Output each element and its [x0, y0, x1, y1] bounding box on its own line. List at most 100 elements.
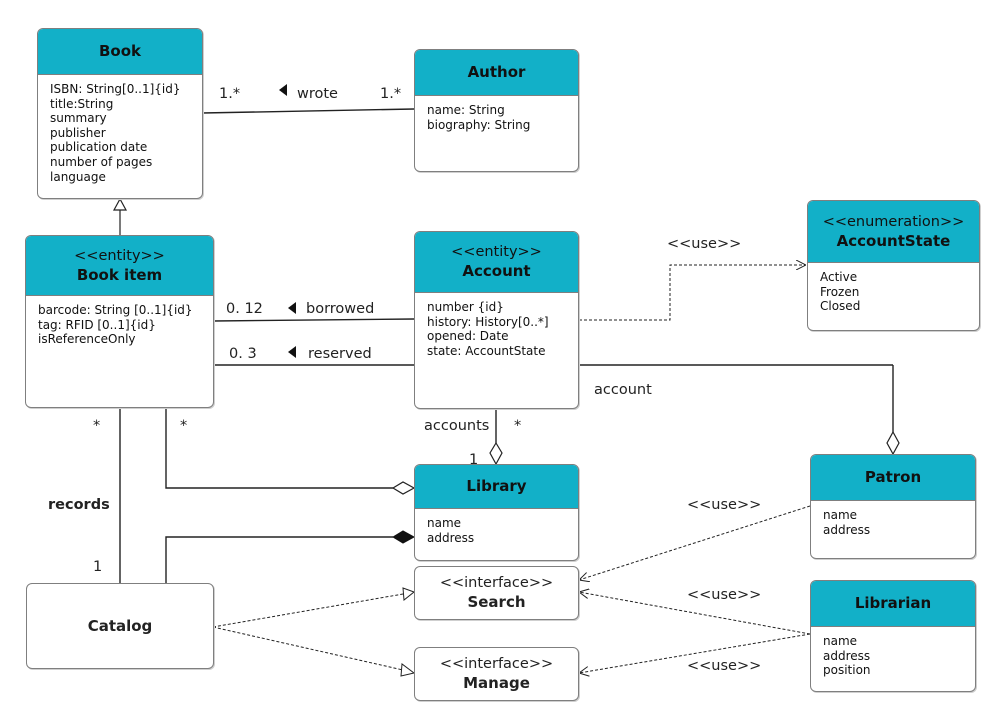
manage-realization-triangle [400, 663, 416, 677]
manage-stereotype: <<interface>> [439, 656, 554, 672]
reserved-direction-triangle [288, 346, 296, 358]
book-item-stereotype: <<entity>> [74, 247, 165, 264]
use-librarian-manage-label: <<use>> [687, 658, 762, 674]
book-author-left-multiplicity: 1.* [219, 86, 241, 102]
catalog-manage-realization [212, 626, 404, 671]
catalog-name: Catalog [87, 616, 153, 635]
borrowed-multiplicity: 0. 12 [226, 301, 263, 317]
patron-name: Patron [864, 468, 922, 486]
book-author-right-multiplicity: 1.* [380, 86, 402, 102]
borrowed-direction-triangle [288, 302, 296, 314]
patron-aggregation-diamond [886, 430, 900, 456]
account-name: Account [462, 262, 531, 280]
librarian-attribute: name [823, 634, 858, 648]
library-attribute: name [427, 516, 462, 530]
account-state-class[interactable]: <<enumeration>> AccountState Active Froz… [807, 200, 980, 331]
librarian-class[interactable]: Librarian name address position [810, 580, 976, 692]
catalog-library-filled-diamond [392, 530, 416, 544]
library-class[interactable]: Library name address [414, 464, 579, 561]
book-attribute: publisher [50, 125, 106, 140]
book-attribute: title:String [50, 96, 114, 111]
account-attribute: number {id} [427, 300, 504, 314]
account-role-label: account [594, 382, 652, 398]
use-patron-label: <<use>> [687, 497, 762, 513]
patron-search-dependency [579, 505, 811, 580]
author-attribute: biography: String [427, 117, 531, 132]
book-item-name: Book item [76, 265, 163, 284]
patron-attribute: name [823, 508, 858, 522]
book-item-header: <<entity>> Book item [26, 236, 213, 296]
author-attribute: name: String [427, 103, 505, 117]
bookitem-records-multiplicity: * [93, 418, 101, 434]
librarian-manage-dependency [579, 633, 811, 673]
account-stereotype: <<entity>> [451, 244, 542, 260]
catalog-library-composition [165, 536, 393, 583]
accounts-multiplicity: * [514, 418, 522, 434]
author-class[interactable]: Author name: String biography: String [414, 49, 579, 172]
reserved-multiplicity: 0. 3 [229, 346, 257, 362]
account-attribute: opened: Date [427, 329, 509, 344]
book-attributes: ISBN: String[0..1]{id} title:String summ… [38, 75, 202, 191]
book-name: Book [98, 42, 142, 60]
library-attributes: name address [415, 509, 578, 552]
use-account-state-label: <<use>> [667, 236, 742, 252]
wrote-label: wrote [297, 86, 338, 102]
accounts-role-label: accounts [424, 418, 490, 434]
patron-class[interactable]: Patron name address [810, 454, 976, 559]
library-name: Library [466, 477, 527, 495]
library-multiplicity: 1 [469, 452, 479, 468]
librarian-attributes: name address position [811, 627, 975, 685]
use-librarian-search-label: <<use>> [687, 587, 762, 603]
catalog-class[interactable]: Catalog [26, 583, 214, 669]
author-header: Author [415, 50, 578, 96]
book-class[interactable]: Book ISBN: String[0..1]{id} title:String… [37, 28, 203, 199]
librarian-search-dependency [579, 592, 811, 635]
book-item-class[interactable]: <<entity>> Book item barcode: String [0.… [25, 235, 214, 408]
librarian-attribute: address [823, 648, 871, 663]
wrote-direction-triangle [279, 84, 287, 96]
account-attribute: state: AccountState [427, 343, 546, 358]
book-item-attributes: barcode: String [0..1]{id} tag: RFID [0.… [26, 296, 213, 354]
manage-interface[interactable]: <<interface>> Manage [414, 647, 579, 701]
book-author-association [201, 108, 415, 114]
borrowed-association [212, 318, 415, 322]
enum-literal: Active [820, 270, 858, 284]
account-attributes: number {id} history: History[0..*] opene… [415, 293, 578, 365]
manage-name: Manage [463, 674, 530, 692]
enum-literal: Closed [820, 299, 861, 314]
account-attribute: history: History[0..*] [427, 314, 549, 329]
book-header: Book [38, 29, 202, 75]
book-attribute: summary [50, 111, 107, 126]
catalog-search-realization [212, 593, 404, 628]
enum-literal: Frozen [820, 284, 860, 299]
book-attribute: language [50, 169, 106, 184]
account-state-dependency [579, 265, 806, 321]
account-state-literals: Active Frozen Closed [808, 263, 979, 321]
generalization-triangle [112, 197, 128, 211]
search-stereotype: <<interface>> [439, 575, 554, 591]
library-aggregation-diamond [489, 441, 503, 466]
search-name: Search [467, 593, 526, 611]
author-name: Author [467, 63, 526, 81]
search-realization-triangle [402, 587, 416, 601]
bookitem-library-diamond [391, 481, 416, 495]
book-item-attribute: isReferenceOnly [38, 332, 136, 347]
patron-attributes: name address [811, 501, 975, 544]
librarian-header: Librarian [811, 581, 975, 627]
librarian-name: Librarian [854, 594, 932, 612]
bookitem-library-multiplicity: * [180, 418, 188, 434]
author-attributes: name: String biography: String [415, 96, 578, 139]
account-class[interactable]: <<entity>> Account number {id} history: … [414, 231, 579, 409]
librarian-attribute: position [823, 663, 871, 678]
patron-attribute: address [823, 522, 871, 537]
book-attribute: publication date [50, 140, 148, 155]
book-item-attribute: barcode: String [0..1]{id} [38, 303, 193, 317]
account-header: <<entity>> Account [415, 232, 578, 293]
account-state-header: <<enumeration>> AccountState [808, 201, 979, 263]
records-label: records [48, 497, 110, 513]
account-state-name: AccountState [836, 231, 951, 250]
patron-header: Patron [811, 455, 975, 501]
catalog-multiplicity: 1 [93, 559, 103, 575]
search-interface[interactable]: <<interface>> Search [414, 566, 579, 620]
